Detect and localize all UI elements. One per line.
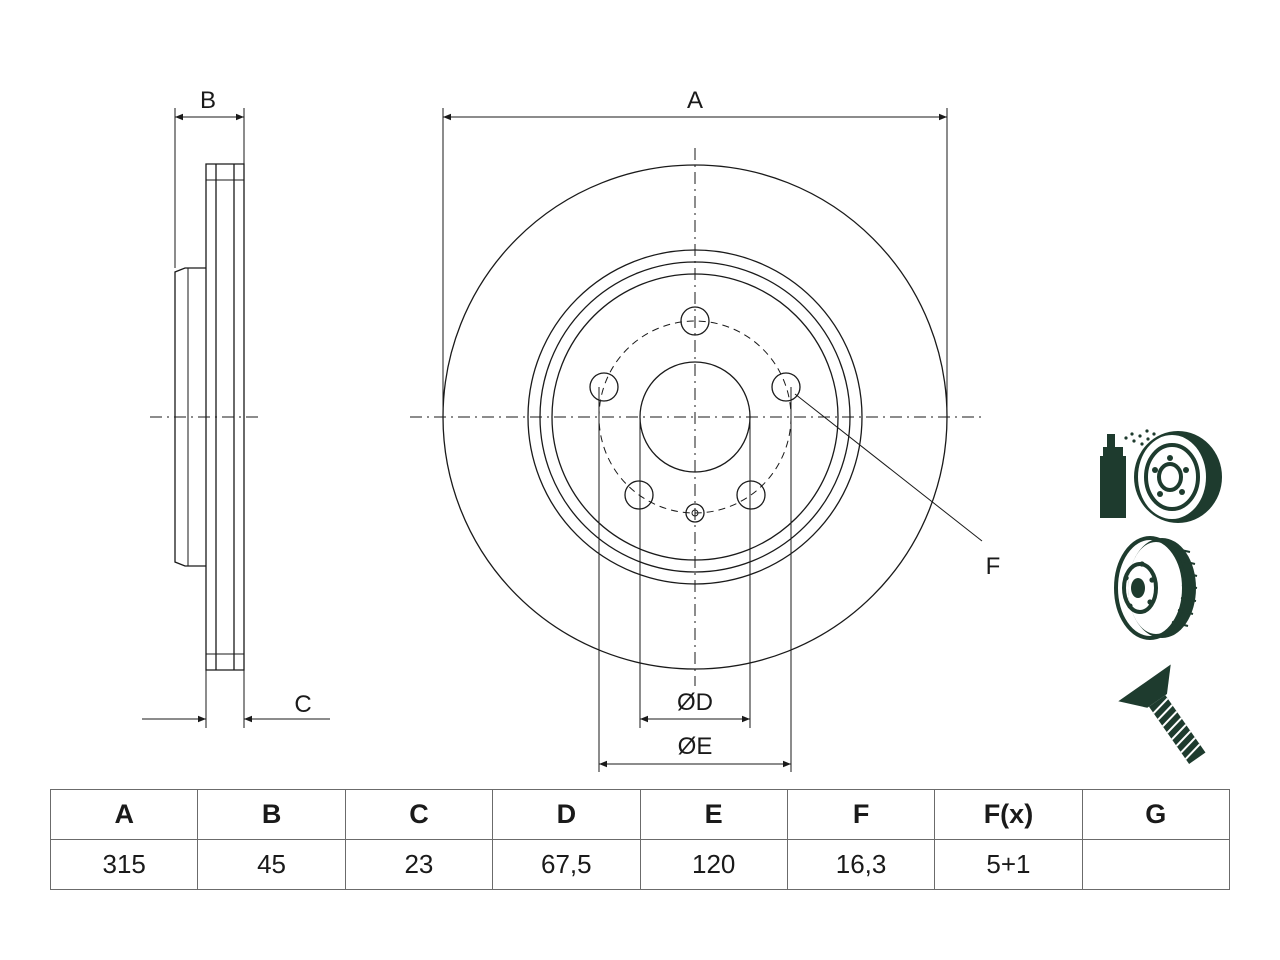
spec-value-d: 67,5 <box>492 839 641 890</box>
dimension-spec-table: A B C D E F F(x) G 315 45 23 67,5 120 16… <box>49 789 1231 890</box>
dim-label-e: ØE <box>678 733 713 760</box>
dim-label-d: ØD <box>677 689 713 716</box>
spec-value-e: 120 <box>639 839 788 890</box>
spec-header-row: A B C D E F F(x) G <box>49 789 1231 840</box>
spec-value-g <box>1081 839 1231 890</box>
spec-header-a: A <box>49 789 199 840</box>
spec-value-a: 315 <box>49 839 199 890</box>
spec-header-e: E <box>639 789 788 840</box>
spec-value-b: 45 <box>197 839 346 890</box>
dim-label-a: A <box>687 87 703 114</box>
dim-label-b: B <box>200 87 216 114</box>
spec-header-c: C <box>344 789 494 840</box>
spec-header-fx: F(x) <box>934 789 1083 840</box>
side-view <box>142 108 330 728</box>
spec-value-f: 16,3 <box>786 839 936 890</box>
spec-value-c: 23 <box>344 839 494 890</box>
mounting-screw-icon <box>1118 664 1206 764</box>
dim-label-f: F <box>986 553 1001 580</box>
spec-value-fx: 5+1 <box>934 839 1083 890</box>
dim-label-c: C <box>294 691 311 718</box>
spec-header-b: B <box>197 789 346 840</box>
spec-value-row: 315 45 23 67,5 120 16,3 5+1 <box>49 839 1231 890</box>
spec-header-f: F <box>786 789 936 840</box>
spec-header-d: D <box>492 789 641 840</box>
disc-cleaning-spray-icon <box>1100 429 1222 523</box>
brake-disc-icon <box>1114 536 1198 640</box>
spec-header-g: G <box>1081 789 1231 840</box>
front-view <box>410 108 983 772</box>
